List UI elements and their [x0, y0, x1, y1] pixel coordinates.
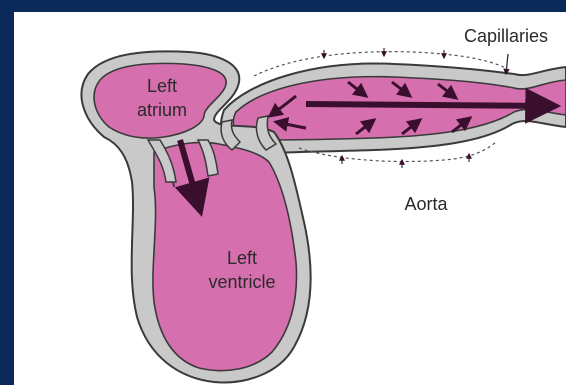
label-aorta: Aorta: [404, 194, 448, 214]
heart-aorta-diagram: Left atrium Left ventricle Aorta Capilla…: [14, 12, 566, 385]
label-left-atrium-line2: atrium: [137, 100, 187, 120]
diagram-frame: Left atrium Left ventricle Aorta Capilla…: [14, 12, 566, 385]
pressure-arrows-bottom: [342, 154, 469, 168]
label-capillaries: Capillaries: [464, 26, 548, 46]
label-left-ventricle-line2: ventricle: [208, 272, 275, 292]
aorta-main-flow-arrow: [306, 104, 554, 106]
capillaries-pointer: [506, 54, 508, 74]
label-left-atrium-line1: Left: [147, 76, 177, 96]
label-left-ventricle-line1: Left: [227, 248, 257, 268]
